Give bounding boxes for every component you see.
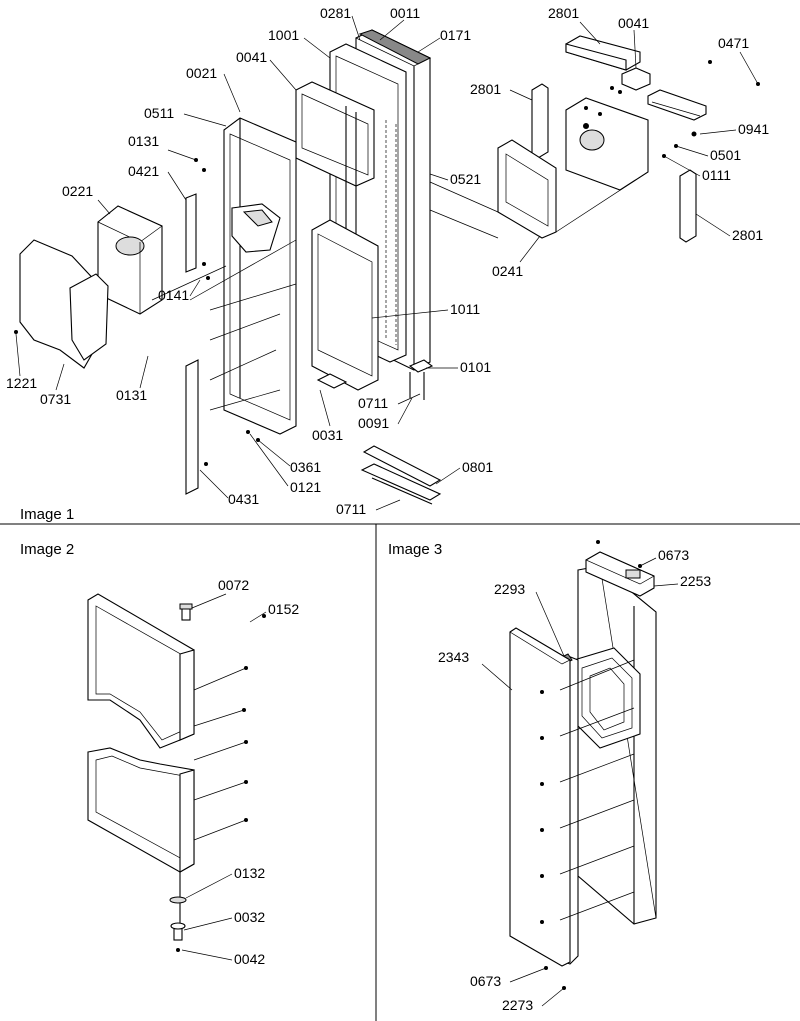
panel-title-image-3: Image 3 <box>388 541 442 558</box>
image1-callouts: 0281 0011 1001 0171 2801 0041 0021 0041 … <box>6 5 769 517</box>
callout-0281: 0281 <box>320 5 351 21</box>
callout-0032: 0032 <box>234 909 265 925</box>
image2-callouts: 0072 0152 0132 0032 0042 <box>181 577 299 967</box>
callout-2801-right: 2801 <box>732 227 763 243</box>
callout-0011: 0011 <box>390 5 420 21</box>
image1-drawing <box>14 29 760 505</box>
callout-0421: 0421 <box>128 163 159 179</box>
callout-0431: 0431 <box>228 491 259 507</box>
callout-0501: 0501 <box>710 147 741 163</box>
callout-0121: 0121 <box>290 479 321 495</box>
image2-drawing <box>87 593 266 952</box>
callout-0041-left: 0041 <box>236 49 267 65</box>
image3-callouts: 0673 2253 2293 2343 0673 2273 <box>438 547 711 1013</box>
callout-0091: 0091 <box>358 415 389 431</box>
callout-2801-left: 2801 <box>470 81 501 97</box>
callout-0131-bottom: 0131 <box>116 387 147 403</box>
callout-2343: 2343 <box>438 649 469 665</box>
callout-0111: 0111 <box>702 167 731 183</box>
callout-0031: 0031 <box>312 427 343 443</box>
callout-0042: 0042 <box>234 951 265 967</box>
callout-0241: 0241 <box>492 263 523 279</box>
callout-0521: 0521 <box>450 171 481 187</box>
callout-1011: 1011 <box>450 301 480 317</box>
callout-0132: 0132 <box>234 865 265 881</box>
callout-0471: 0471 <box>718 35 749 51</box>
callout-1221: 1221 <box>6 375 37 391</box>
callout-2293: 2293 <box>494 581 525 597</box>
callout-0511: 0511 <box>144 105 174 121</box>
callout-0673-top: 0673 <box>658 547 689 563</box>
panel-title-image-1: Image 1 <box>20 506 74 523</box>
callout-0801: 0801 <box>462 459 493 475</box>
image3-drawing <box>509 540 657 990</box>
callout-0711-bottom: 0711 <box>336 501 366 517</box>
callout-0171: 0171 <box>440 27 471 43</box>
callout-2273: 2273 <box>502 997 533 1013</box>
callout-1001: 1001 <box>268 27 299 43</box>
callout-0021: 0021 <box>186 65 217 81</box>
callout-0221: 0221 <box>62 183 93 199</box>
panel-title-image-2: Image 2 <box>20 541 74 558</box>
callout-0131-top: 0131 <box>128 133 159 149</box>
callout-0072: 0072 <box>218 577 249 593</box>
callout-0941: 0941 <box>738 121 769 137</box>
callout-0361: 0361 <box>290 459 321 475</box>
image1-leader-lines <box>15 15 759 511</box>
callout-0101: 0101 <box>460 359 491 375</box>
callout-2801-top: 2801 <box>548 5 579 21</box>
callout-0152: 0152 <box>268 601 299 617</box>
callout-0711-top: 0711 <box>358 395 388 411</box>
callout-0731: 0731 <box>40 391 71 407</box>
callout-0141: 0141 <box>158 287 189 303</box>
callout-2253: 2253 <box>680 573 711 589</box>
panel-dividers <box>0 523 800 1021</box>
callout-0041-right: 0041 <box>618 15 649 31</box>
callout-0673-bottom: 0673 <box>470 973 501 989</box>
